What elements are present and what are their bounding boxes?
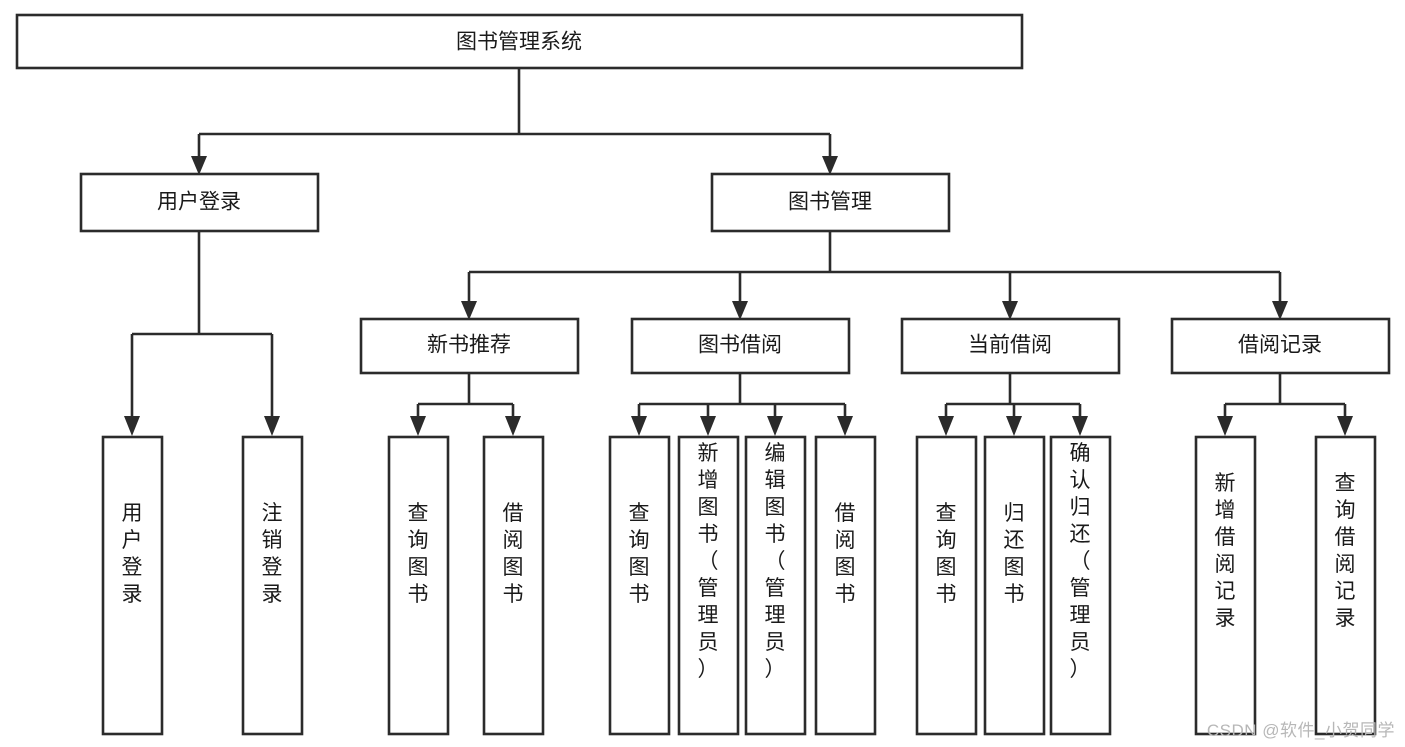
arrow-leaf-borrow-add: [700, 416, 716, 436]
node-leaf-cur-return-box[interactable]: [983, 435, 1046, 736]
node-leaf-cur-query-box[interactable]: [915, 435, 978, 736]
arrow-leaf-rec-add: [1217, 416, 1233, 436]
node-leaf-cur-confirm-box[interactable]: [1049, 435, 1112, 736]
node-leaf-rec-query-box[interactable]: [387, 435, 450, 736]
node-leaf-borrow-add[interactable]: 新增图书（管理员）: [677, 435, 740, 736]
node-leaf-cur-query-label: 查询图书: [936, 502, 957, 606]
arrow-leaf-borrow-lend: [837, 416, 853, 436]
node-leaf-borrow-lend-box[interactable]: [814, 435, 877, 736]
node-book-manage-box[interactable]: [710, 172, 951, 233]
arrow-borrow-record: [1272, 301, 1288, 320]
node-new-book-rec[interactable]: 新书推荐: [359, 317, 580, 375]
arrow-leaf-rec-query: [410, 416, 426, 436]
arrow-leaf-cur-confirm: [1072, 416, 1088, 436]
arrow-leaf-borrow-edit: [767, 416, 783, 436]
node-leaf-user-logout[interactable]: 注销登录: [241, 435, 304, 736]
node-leaf-rec-borrow-label: 借阅图书: [503, 502, 524, 606]
arrow-book-borrow: [732, 301, 748, 320]
node-leaf-cur-return[interactable]: 归还图书: [983, 435, 1046, 736]
node-leaf-rec-query-label: 查询图书: [408, 502, 429, 606]
connectors: [124, 68, 1353, 436]
node-leaf-rec-borrow-box[interactable]: [482, 435, 545, 736]
node-leaf-borrow-query-box[interactable]: [608, 435, 671, 736]
arrow-new-book-rec: [461, 301, 477, 320]
node-leaf-borrow-add-box[interactable]: [677, 435, 740, 736]
node-leaf-rec-add-label: 新增借阅记录: [1215, 472, 1236, 630]
arrow-leaf-borrow-query: [631, 416, 647, 436]
node-user-login[interactable]: 用户登录: [79, 172, 320, 233]
node-current-borrow-box[interactable]: [900, 317, 1121, 375]
node-leaf-cur-confirm[interactable]: 确认归还（管理员）: [1049, 435, 1112, 736]
node-root-label: 图书管理系统: [456, 31, 582, 54]
arrow-leaf-rec-borrow: [505, 416, 521, 436]
node-current-borrow[interactable]: 当前借阅: [900, 317, 1121, 375]
node-leaf-rec-query[interactable]: 查询图书: [387, 435, 450, 736]
node-book-manage[interactable]: 图书管理: [710, 172, 951, 233]
node-leaf-rec-search-label: 查询借阅记录: [1335, 472, 1356, 630]
arrow-book-manage: [822, 156, 838, 175]
arrow-leaf-rec-search: [1337, 416, 1353, 436]
node-root-box[interactable]: [15, 13, 1024, 70]
node-leaf-cur-confirm-label: 确认归还（管理员）: [1070, 442, 1091, 681]
node-borrow-record-label: 借阅记录: [1238, 334, 1322, 357]
node-book-borrow[interactable]: 图书借阅: [630, 317, 851, 375]
node-leaf-rec-add[interactable]: 新增借阅记录: [1194, 435, 1257, 736]
arrow-leaf-user-logout: [264, 416, 280, 436]
node-leaf-borrow-lend[interactable]: 借阅图书: [814, 435, 877, 736]
node-borrow-record[interactable]: 借阅记录: [1170, 317, 1391, 375]
node-leaf-user-logout-box[interactable]: [241, 435, 304, 736]
node-leaf-rec-borrow[interactable]: 借阅图书: [482, 435, 545, 736]
arrow-leaf-user-login: [124, 416, 140, 436]
node-leaf-borrow-edit[interactable]: 编辑图书（管理员）: [744, 435, 807, 736]
node-leaf-cur-return-label: 归还图书: [1004, 502, 1025, 606]
node-borrow-record-box[interactable]: [1170, 317, 1391, 375]
csdn-watermark: CSDN @软件_小贺同学: [1206, 721, 1395, 740]
node-leaf-user-logout-label: 注销登录: [262, 502, 283, 606]
node-leaf-rec-add-box[interactable]: [1194, 435, 1257, 736]
node-user-login-box[interactable]: [79, 172, 320, 233]
arrow-leaf-cur-return: [1006, 416, 1022, 436]
node-leaf-borrow-query[interactable]: 查询图书: [608, 435, 671, 736]
arrow-leaf-cur-query: [938, 416, 954, 436]
node-leaf-user-login[interactable]: 用户登录: [101, 435, 164, 736]
node-leaf-rec-search-box[interactable]: [1314, 435, 1377, 736]
node-current-borrow-label: 当前借阅: [968, 334, 1052, 357]
node-leaf-borrow-edit-box[interactable]: [744, 435, 807, 736]
node-book-borrow-label: 图书借阅: [698, 334, 782, 357]
node-new-book-rec-label: 新书推荐: [427, 334, 511, 357]
arrow-user-login: [191, 156, 207, 175]
arrow-current-borrow: [1002, 301, 1018, 320]
node-leaf-cur-query[interactable]: 查询图书: [915, 435, 978, 736]
node-root[interactable]: 图书管理系统: [15, 13, 1024, 70]
node-leaf-borrow-edit-label: 编辑图书（管理员）: [765, 442, 786, 681]
node-leaf-borrow-query-label: 查询图书: [629, 502, 650, 606]
node-user-login-label: 用户登录: [157, 191, 241, 214]
node-leaf-rec-search[interactable]: 查询借阅记录: [1314, 435, 1377, 736]
node-book-borrow-box[interactable]: [630, 317, 851, 375]
leaf-nodes: 用户登录 注销登录 查询图书 借阅图书 查询图书 新增图书（管理员）: [101, 435, 1377, 736]
node-leaf-borrow-add-label: 新增图书（管理员）: [698, 442, 719, 681]
node-leaf-borrow-lend-label: 借阅图书: [835, 502, 856, 606]
node-leaf-user-login-box[interactable]: [101, 435, 164, 736]
node-new-book-rec-box[interactable]: [359, 317, 580, 375]
node-leaf-user-login-label: 用户登录: [122, 502, 143, 606]
node-book-manage-label: 图书管理: [788, 191, 872, 214]
